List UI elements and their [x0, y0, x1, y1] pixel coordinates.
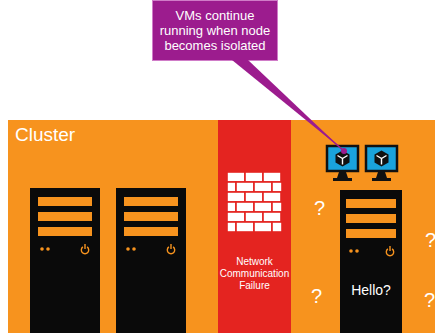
- node-text: VMs continue running when node becomes i…: [159, 8, 271, 53]
- question-mark: ?: [314, 198, 325, 218]
- server-tower: [116, 188, 186, 333]
- vm-monitor: [327, 146, 358, 181]
- question-mark: ?: [424, 290, 435, 310]
- cluster-region: ClusterNetwork Communication FailureHell…: [8, 120, 435, 333]
- vm-monitor: [366, 146, 397, 181]
- server-tower: [30, 188, 100, 333]
- isolated-server: Hello?: [340, 190, 402, 333]
- firewall-icon: [218, 120, 291, 260]
- region-title: Cluster: [15, 124, 428, 146]
- server-tower: [340, 190, 402, 333]
- node-text: Network Communication Failure: [219, 256, 290, 292]
- callout-box: VMs continue running when node becomes i…: [152, 0, 278, 61]
- server-message: Hello?: [340, 282, 402, 298]
- question-mark: ?: [311, 286, 322, 306]
- question-mark: ?: [425, 230, 436, 250]
- network-failure-band: Network Communication Failure: [218, 120, 291, 333]
